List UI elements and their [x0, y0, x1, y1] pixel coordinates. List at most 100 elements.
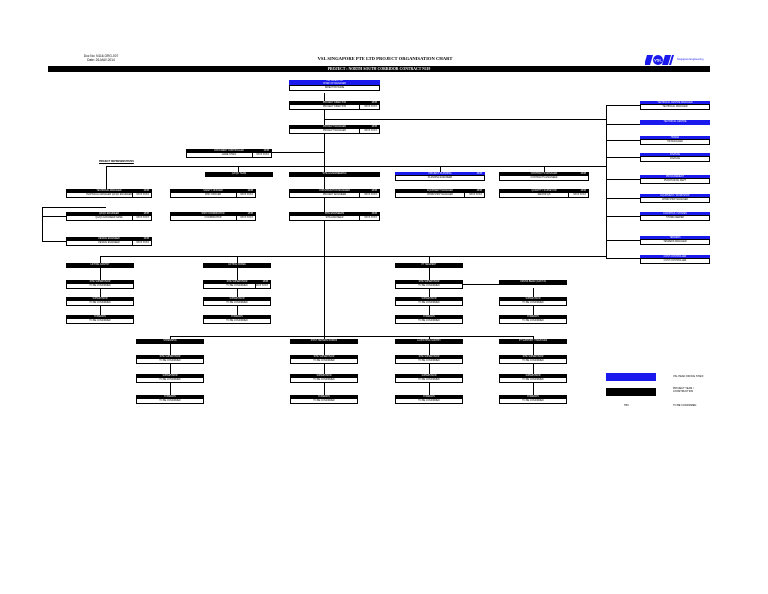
doc-number: Doc No: N116-ORG-007	[83, 54, 119, 58]
drop-technical	[106, 166, 107, 189]
org-box-title: SITE SUPERVISOR	[203, 280, 271, 285]
org-box-title: SUPERVISOR	[66, 297, 134, 302]
org-box-name: SITE ENGINEER	[325, 216, 344, 219]
hline-bottom	[170, 336, 533, 337]
org-box-title: SUPERVISOR	[203, 297, 271, 302]
org-box-name: TO BE CONFIRMED	[159, 399, 181, 402]
org-box-name: TO BE CONFIRMED	[418, 284, 440, 287]
org-box-name: TO BE CONFIRMED	[89, 301, 111, 304]
org-box-name: WSH OFFICER	[204, 193, 222, 196]
org-box-mobile-number: 9XXX XXXX	[256, 153, 269, 156]
org-box-title: QUANTITY SURVEYOR	[499, 189, 589, 194]
org-box-title: PT SUPPORT / TRESTLES	[499, 339, 567, 344]
hline-departments	[106, 166, 606, 167]
org-box-title: TECHNICAL CENTRE MANAGER	[640, 101, 710, 106]
org-box-technical-centre: TECHNICAL CENTRE	[640, 120, 710, 125]
org-box-lifting-frame: LIFTING FRAME	[203, 263, 271, 268]
pt-vline	[429, 268, 430, 315]
org-box-title: SUPERVISOR	[395, 374, 463, 379]
left-branch-design	[42, 241, 66, 242]
org-box-name: TECHNICAL MANAGER	[662, 105, 688, 108]
org-box-lgy-foreman: FOREMANTO BE CONFIRMED	[395, 395, 463, 404]
left-branch-vline	[42, 207, 43, 241]
org-box-pt-segment: PT SEGMENT	[395, 263, 463, 268]
org-box-name: PURCHASING DEPT	[663, 179, 687, 182]
org-box-st-site-supervisor: SITE SUPERVISORTO BE CONFIRMED	[136, 355, 204, 364]
org-box-mobile-number: 9XXX XXXX	[255, 284, 268, 287]
drop-lifting-gantry	[100, 256, 101, 263]
org-box-mobile-number: 9XXX XXXX	[364, 105, 377, 108]
org-box-name: TO BE CONFIRMED	[418, 399, 440, 402]
org-box-cb-foreman: FOREMANTO BE CONFIRMED	[499, 315, 567, 324]
org-box-title: LOGISTICS / STORES	[640, 212, 710, 217]
org-box-name: DIRECTOR NAME	[324, 87, 345, 89]
org-box-title: WSH COORDINATOR	[170, 212, 256, 217]
project-representatives-heading: PROJECT REPRESENTATIVES	[99, 160, 134, 163]
cross-beam-link	[463, 284, 499, 285]
org-box-title: PROCUREMENT	[640, 175, 710, 180]
org-box-title: PROJECT PLANNING	[395, 172, 485, 177]
org-box-fin: FINANCEFINANCE	[640, 153, 710, 162]
org-box-title: COST CONTROLLER	[640, 255, 710, 260]
org-box-title: TENDERS	[640, 236, 710, 241]
org-box-title: FINANCE	[640, 153, 710, 158]
org-box-mob-label: MOB	[144, 237, 149, 242]
org-box-project-planning: PROJECT PLANNINGMOBPLANNING ENGINEER	[395, 172, 485, 181]
right-stub-2	[606, 124, 640, 125]
right-stub-7	[606, 216, 640, 217]
org-box-wsh-coordinator: WSH COORDINATORMOBCOORDINATOR9XXX XXXX	[170, 212, 256, 221]
org-box-title: FOREMAN	[136, 395, 204, 400]
right-stub-5	[606, 179, 640, 180]
org-box-lgy-supervisor: SUPERVISORTO BE CONFIRMED	[395, 374, 463, 383]
org-box-equipment-manager: EQUIPMENT MANAGERMOBWORKSHOP MANAGER9XXX…	[395, 189, 485, 198]
org-box-name: TECHNICAL MANAGER QA/QC ENGINEER	[86, 193, 132, 196]
org-box-name: CONTRACTS ENGINEER	[530, 176, 558, 179]
org-box-name: WORKSHOP MANAGER	[662, 198, 688, 201]
org-box-construction-manager: CONSTRUCTION MANAGERMOBPROJECT ENGINEER9…	[289, 189, 380, 198]
doc-date: Date: 26-MAY-2014	[87, 58, 115, 62]
org-box-lg-supervisor: SUPERVISORTO BE CONFIRMED	[66, 297, 134, 306]
org-box-mobile-number: 9XXX XXXX	[364, 193, 377, 196]
org-box-title: SITE & ENGINEERING	[289, 172, 380, 177]
org-box-title: SAFETY OFFICER	[170, 189, 256, 194]
legend-prefix-tbc: TBC	[624, 404, 629, 407]
org-box-st-supervisor: SUPERVISORTO BE CONFIRMED	[136, 374, 204, 383]
org-box-site-engineering: SITE & ENGINEERING	[289, 172, 380, 177]
org-box-name: TO BE CONFIRMED	[522, 319, 544, 322]
drop-lifting-frame	[237, 256, 238, 263]
org-box-mobile-number: 9XXX XXXX	[469, 193, 482, 196]
company-logo: VSL Singapore Engineering	[644, 53, 705, 65]
org-box-name: HR MANAGER	[667, 140, 683, 143]
org-box-name: TO BE CONFIRMED	[522, 399, 544, 402]
org-box-mob-label: MOB	[248, 189, 253, 194]
org-box-tenders: TENDERSTENDERS MANAGER	[640, 236, 710, 245]
org-box-title: SITE SUPERVISOR	[136, 355, 204, 360]
org-box-title: QA/QC ENGINEER	[66, 212, 152, 217]
org-box-ps-supervisor: SUPERVISORTO BE CONFIRMED	[499, 374, 567, 383]
org-box-title: CONSTRUCTION MANAGER	[289, 189, 380, 194]
org-box-director: VSL DIRECTOR CHIEF OF MANAGERDIRECTOR NA…	[289, 80, 380, 91]
org-box-name: PROJECT MANAGER	[323, 129, 346, 132]
org-box-name: TO BE CONFIRMED	[313, 399, 335, 402]
org-box-title: LAUNCHING GANTRY	[395, 339, 463, 344]
drop-planning	[440, 166, 441, 172]
drop-contracts	[544, 166, 545, 172]
org-box-name: STORE KEEPER	[666, 216, 684, 219]
org-box-mob-label: MOB	[263, 280, 268, 285]
org-box-name: COORDINATOR	[204, 216, 222, 219]
org-box-mob-label: MOB	[372, 125, 377, 130]
org-box-name: TO BE CONFIRMED	[418, 301, 440, 304]
org-box-mobile-number: 9XXX XXXX	[364, 216, 377, 219]
org-box-title: FOREMAN	[66, 315, 134, 320]
drop-launching	[429, 336, 430, 339]
document-info: Doc No: N116-ORG-007 Date: 26-MAY-2014	[74, 54, 128, 62]
org-box-mob-label: MOB	[477, 189, 482, 194]
org-box-name: TO BE CONFIRMED	[159, 359, 181, 362]
org-box-stressing: STRESSING	[136, 339, 204, 344]
right-stub-4	[606, 157, 640, 158]
org-box-title: FOREMAN	[203, 315, 271, 320]
org-box-title: PT SEGMENT	[395, 263, 463, 268]
org-box-mobile-number: 9XXX XXXX	[136, 216, 149, 219]
